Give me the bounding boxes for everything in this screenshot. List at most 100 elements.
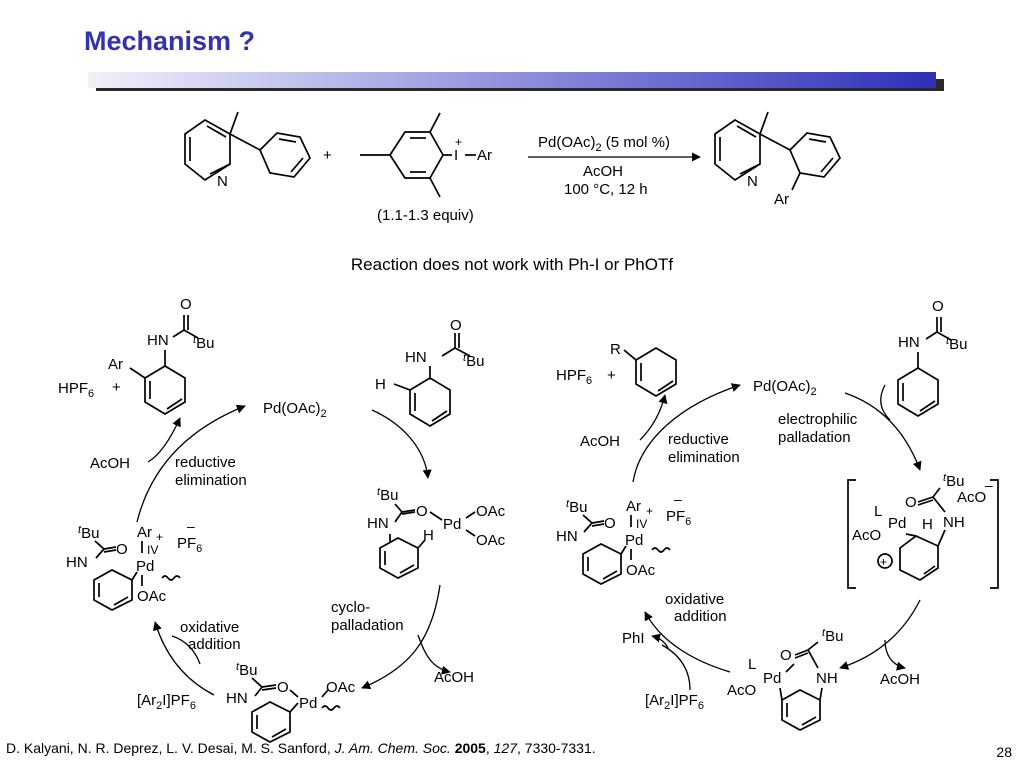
left-palladacycle-HN: HN <box>226 690 248 707</box>
right-pd4-Ar: Ar <box>626 498 641 515</box>
left-product-tBu: tBu <box>193 334 214 352</box>
right-palladacycle-Pd: Pd <box>763 670 781 687</box>
left-reductive-1: reductive <box>175 454 236 471</box>
left-pd4-minus: – <box>187 518 195 534</box>
right-palladacycle-O: O <box>780 647 792 664</box>
right-electrophilic-2: palladation <box>778 429 851 446</box>
left-acoh-in: AcOH <box>90 455 130 472</box>
right-palladacycle-tBu: tBu <box>822 627 843 645</box>
conditions-catalyst: Pd(OAc)2 (5 mol %) <box>538 134 670 154</box>
right-product-plus: + <box>607 367 616 384</box>
right-wheland-plus-circle <box>877 553 893 569</box>
left-pd4-ligand-wavy <box>161 575 181 581</box>
right-wheland-minus: – <box>985 477 993 493</box>
left-arrow-reductive-elimination <box>136 404 246 523</box>
left-catalytic-cycle: Pd(OAc)2 H HN O tBu tBu O Pd <box>58 296 506 743</box>
right-wheland-AcO-anion: AcO <box>957 489 986 506</box>
right-product-HPF: HPF6 <box>556 367 592 387</box>
left-oxidative-1: oxidative <box>180 619 239 636</box>
right-arrow-product-out <box>639 394 668 441</box>
left-palladacycle-Pd: Pd <box>299 695 317 712</box>
right-phi: PhI <box>622 630 645 647</box>
right-wheland-NH: NH <box>943 514 965 531</box>
right-pd4-HN: HN <box>556 528 578 545</box>
left-substrate-tBu: tBu <box>463 352 484 370</box>
right-catalytic-cycle: Pd(OAc)2 HN O tBu electrophilic palladat… <box>556 298 999 731</box>
right-arrow-reductive-elimination <box>632 383 741 483</box>
right-pd4-IV: IV <box>636 517 647 531</box>
left-reductive-2: elimination <box>175 472 247 489</box>
left-complex-Pd: Pd <box>443 516 461 533</box>
left-arrow-oxidant-in <box>171 635 201 665</box>
right-wheland-L: L <box>874 503 882 520</box>
right-pd4-OAc: OAc <box>626 562 656 579</box>
left-substrate-pivalanilide: H HN O tBu <box>375 317 484 427</box>
right-palladacycle-NH: NH <box>816 670 838 687</box>
right-wheland-AcO: AcO <box>852 527 881 544</box>
left-oxidant: [Ar2I]PF6 <box>137 692 196 712</box>
iodonium-charge: + <box>455 135 462 149</box>
right-oxidant: [Ar2I]PF6 <box>645 692 704 712</box>
left-product-HPF: HPF6 <box>58 380 94 400</box>
right-substrate-O: O <box>932 298 944 315</box>
right-wheland-plus: + <box>880 555 887 569</box>
citation-pages: , 7330-7331. <box>517 740 596 756</box>
right-wheland-intermediate: L Pd O tBu AcO – AcO H NH + <box>847 472 999 589</box>
right-pd4-minus: – <box>674 491 682 507</box>
right-oxidative-2: addition <box>674 608 727 625</box>
left-arrow-cyclopalladation <box>361 584 441 690</box>
citation: D. Kalyani, N. R. Deprez, L. V. Desai, M… <box>6 740 596 756</box>
left-product-plus: + <box>112 379 121 396</box>
left-complex-H: H <box>423 527 434 544</box>
left-pd4-intermediate: tBu O Ar + IV Pd OAc – PF6 HN <box>66 518 202 611</box>
left-product-Ar: Ar <box>108 356 123 373</box>
left-palladacycle: tBu O Pd OAc HN <box>226 661 356 743</box>
left-pd4-HN: HN <box>66 554 88 571</box>
left-substrate-H: H <box>375 376 386 393</box>
left-pd4-PF: PF6 <box>177 535 202 555</box>
left-product-HN: HN <box>147 332 169 349</box>
right-palladacycle-L: L <box>748 656 756 673</box>
left-arrow-coordination <box>371 409 432 479</box>
right-palladacycle-AcO: AcO <box>727 682 756 699</box>
left-arrow-acoh-release <box>417 634 451 675</box>
citation-year: 2005 <box>454 740 486 756</box>
right-pdoac2: Pd(OAc)2 <box>753 378 817 398</box>
product-aryl-label: Ar <box>774 191 789 208</box>
citation-separator: , <box>485 740 494 756</box>
right-electrophilic-1: electrophilic <box>778 411 858 428</box>
right-substrate-tBu: tBu <box>946 335 967 353</box>
scheme-plus: + <box>323 147 332 164</box>
right-pd4-ligand-wavy <box>651 547 671 553</box>
right-acoh-in: AcOH <box>580 433 620 450</box>
right-reductive-2: elimination <box>668 449 740 466</box>
conditions-temperature: 100 °C, 12 h <box>564 181 648 198</box>
right-wheland-H: H <box>922 516 933 533</box>
product-arylated-pyridine: N Ar <box>714 111 842 208</box>
right-arrow-phi-out <box>651 633 669 649</box>
right-palladacycle: L Pd AcO O tBu NH <box>727 627 843 731</box>
left-arrow-product-out <box>147 417 181 463</box>
pyridine-nitrogen-label: N <box>217 173 228 190</box>
left-pd4-OAc: OAc <box>137 588 167 605</box>
title-underline-bar <box>88 72 944 92</box>
citation-journal: J. Am. Chem. Soc. <box>334 740 451 756</box>
right-reductive-1: reductive <box>668 431 729 448</box>
page-title: Mechanism ? <box>84 26 256 56</box>
left-product: HPF6 + Ar HN O tBu <box>58 296 214 415</box>
left-palladacycle-OAc: OAc <box>326 679 356 696</box>
title-bar-gradient <box>88 72 936 88</box>
right-wheland-bracket-left <box>847 479 856 589</box>
reaction-note: Reaction does not work with Ph-I or PhOT… <box>350 255 674 274</box>
left-pd4-O: O <box>116 541 128 558</box>
left-palladacycle-O: O <box>277 679 289 696</box>
right-wheland-O: O <box>905 494 917 511</box>
iodine-label: I <box>454 147 458 164</box>
left-complex-tBu: tBu <box>377 486 398 504</box>
left-substrate-O: O <box>450 317 462 334</box>
left-complex-O: O <box>416 503 428 520</box>
citation-volume: 127 <box>493 740 517 756</box>
left-cyclopalladation-2: palladation <box>331 617 404 634</box>
page-number: 28 <box>996 744 1012 760</box>
